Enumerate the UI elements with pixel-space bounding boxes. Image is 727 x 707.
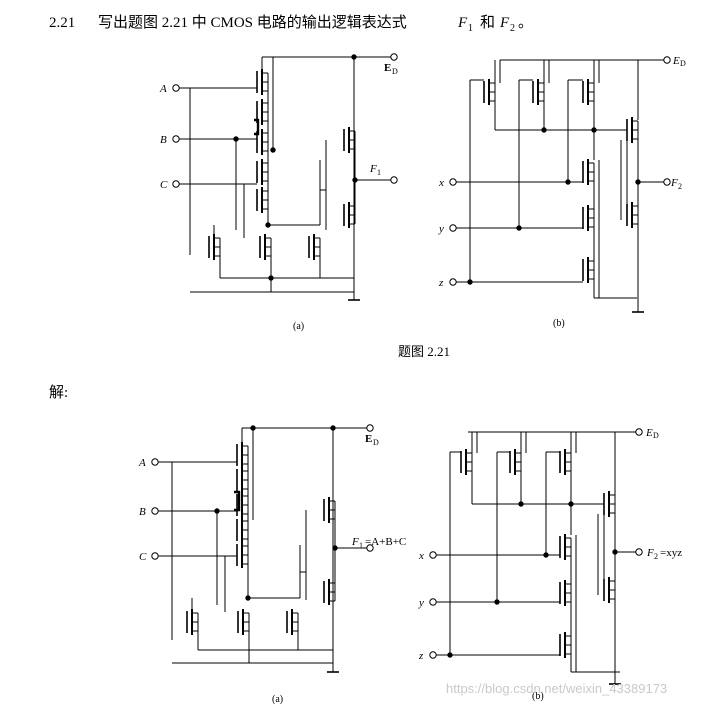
output-f2-label: F	[670, 177, 678, 189]
supply-label-solution: E	[365, 433, 372, 445]
circuit-a-top	[172, 53, 398, 301]
input-y-label-solution: y	[418, 597, 424, 609]
output-f1-expression: =A+B+C	[365, 536, 406, 548]
circuit-a-label: (a)	[293, 321, 304, 332]
output-f2-sub: 2	[678, 182, 682, 191]
circuit-a-solution-labels: A B C E D F 1 =A+B+C (a)	[138, 433, 406, 705]
input-a-label-solution: A	[138, 457, 146, 469]
supply-sub: D	[392, 67, 398, 76]
supply-sub-solution: D	[373, 438, 379, 447]
output-f1-label-solution: F	[351, 536, 359, 548]
problem-end: 。	[518, 15, 533, 31]
supply-sub-b-solution: D	[653, 431, 659, 440]
problem-f1: F	[457, 15, 468, 31]
figure-caption: 题图 2.21	[398, 344, 450, 359]
problem-text: 写出题图 2.21 中 CMOS 电路的输出逻辑表达式	[98, 14, 407, 31]
circuit-b-label: (b)	[553, 318, 565, 329]
output-f1-sub-solution: 1	[359, 541, 363, 550]
input-b-label-solution: B	[139, 506, 146, 518]
input-a-label: A	[159, 83, 167, 95]
circuit-b-label-solution: (b)	[532, 691, 544, 702]
watermark: https://blog.csdn.net/weixin_43389173	[446, 681, 667, 696]
output-f2-expression: =xyz	[660, 547, 682, 559]
problem-conj: 和	[480, 14, 495, 31]
output-f1-sub: 1	[377, 168, 381, 177]
supply-label-b-solution: E	[645, 427, 653, 439]
supply-label-b: E	[672, 55, 680, 67]
circuit-b-top-labels: x y z E D F 2 (b)	[438, 55, 686, 329]
output-f2-label-solution: F	[646, 547, 654, 559]
input-x-label: x	[438, 177, 444, 189]
input-y-label: y	[438, 223, 444, 235]
problem-number: 2.21	[49, 15, 75, 31]
input-c-label: C	[160, 179, 168, 191]
supply-label: E	[384, 62, 391, 74]
circuit-b-solution	[429, 428, 643, 685]
problem-f2-sub: 2	[510, 23, 515, 34]
output-f2-sub-solution: 2	[654, 552, 658, 561]
input-b-label: B	[160, 134, 167, 146]
supply-sub-b: D	[680, 59, 686, 68]
problem-f1-sub: 1	[468, 23, 473, 34]
problem-f2: F	[499, 15, 510, 31]
input-c-label-solution: C	[139, 551, 147, 563]
circuit-b-top	[449, 56, 671, 313]
circuit-a-label-solution: (a)	[272, 694, 283, 705]
circuit-a-solution	[151, 424, 374, 673]
problem-statement: 2.21 写出题图 2.21 中 CMOS 电路的输出逻辑表达式 F 1 和 F…	[49, 14, 533, 34]
input-x-label-solution: x	[418, 550, 424, 562]
solution-label: 解:	[49, 384, 68, 401]
input-z-label-solution: z	[418, 650, 424, 662]
circuit-a-top-labels: A B C E D F 1 (a)	[159, 62, 398, 332]
circuit-b-solution-labels: x y z E D F 2 =xyz (b)	[418, 427, 682, 702]
input-z-label: z	[438, 277, 444, 289]
output-f1-label: F	[369, 163, 377, 175]
